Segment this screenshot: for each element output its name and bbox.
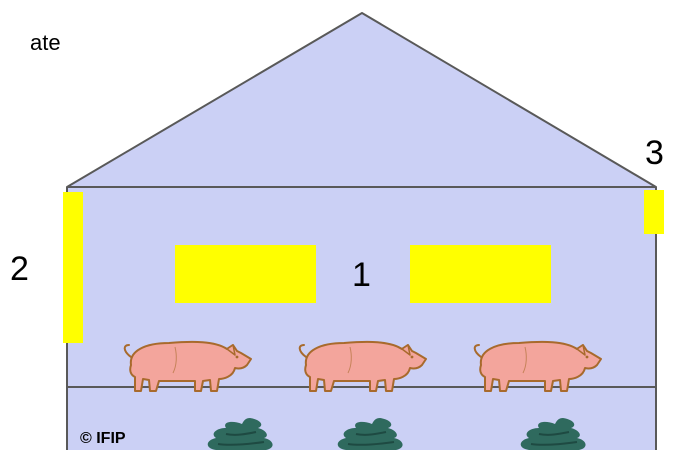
label-inlet-2: 2	[10, 250, 29, 288]
roof	[66, 12, 657, 188]
label-inlet-1: 1	[352, 256, 371, 294]
clipped-title-fragment: ate	[30, 30, 61, 55]
ceiling-inlet-left	[175, 245, 316, 303]
label-outlet-3: 3	[645, 134, 664, 172]
side-wall-inlet	[63, 192, 83, 343]
ceiling-inlet-right	[410, 245, 551, 303]
ridge-outlet	[644, 190, 664, 234]
building-body	[67, 187, 656, 450]
copyright-text: © IFIP	[80, 430, 126, 447]
